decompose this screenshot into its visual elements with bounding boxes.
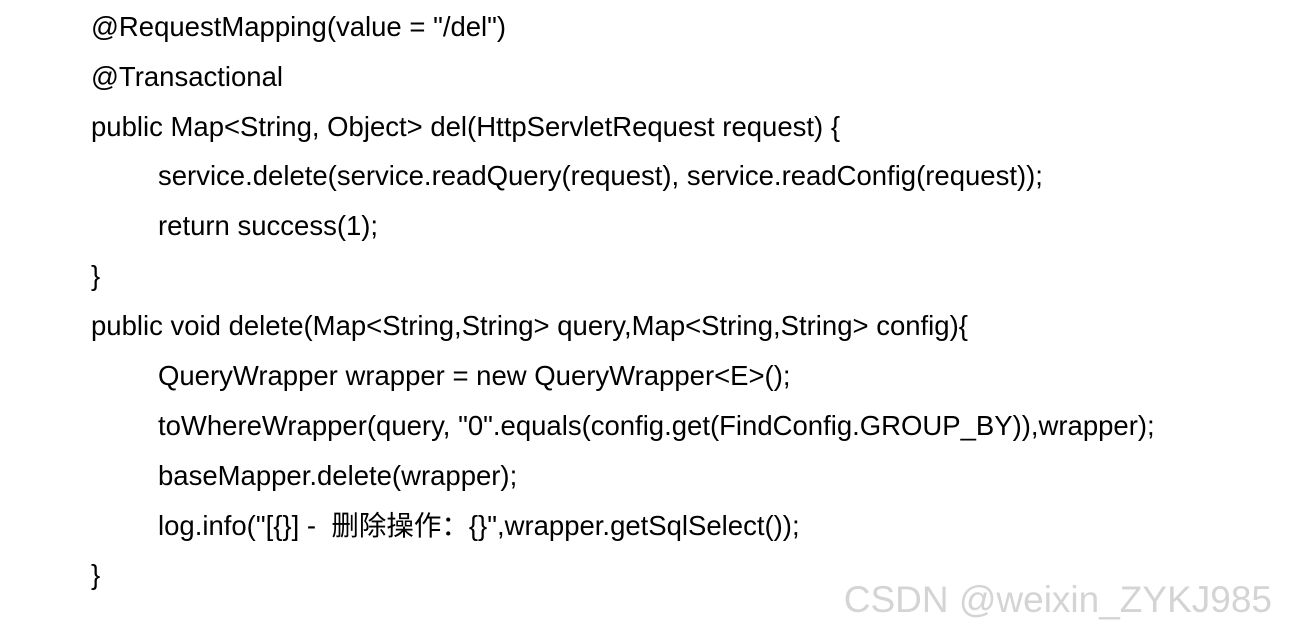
code-line-close-brace: } [91,260,101,291]
code-line-towherewrapper-call: toWhereWrapper(query, "0".equals(config.… [158,410,1155,441]
code-line-return-success: return success(1); [158,210,379,241]
code-line-annotation-requestmapping: @RequestMapping(value = "/del") [91,11,507,42]
code-line-annotation-transactional: @Transactional [91,61,283,92]
code-line-basemapper-delete: baseMapper.delete(wrapper); [158,460,518,491]
code-line-log-info: log.info("[{}] - 删除操作：{}",wrapper.getSql… [158,510,800,541]
code-line-querywrapper-init: QueryWrapper wrapper = new QueryWrapper<… [158,360,791,391]
code-line-method-del-signature: public Map<String, Object> del(HttpServl… [91,111,840,142]
csdn-watermark: CSDN @weixin_ZYKJ985 [843,579,1272,620]
code-line-method-delete-signature: public void delete(Map<String,String> qu… [91,310,968,341]
code-line-close-brace-final: } [91,559,101,590]
code-line-service-delete-call: service.delete(service.readQuery(request… [158,160,1043,191]
